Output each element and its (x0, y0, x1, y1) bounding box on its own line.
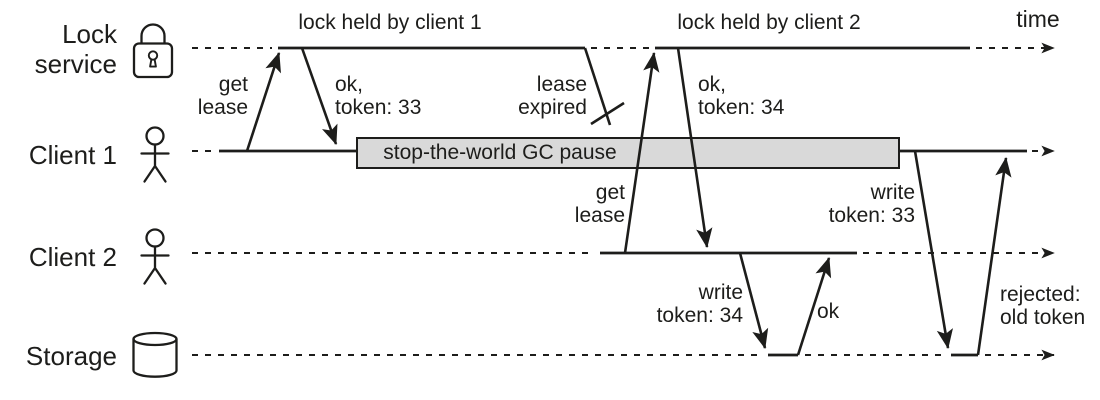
get-lease-1-label: get lease (168, 73, 248, 119)
label-line: ok (817, 300, 840, 323)
lease-expiry-line (583, 47, 612, 126)
lane-label-client-2: Client 2 (15, 242, 117, 272)
person-icon (140, 228, 170, 285)
ok-token-34-label: ok, token: 34 (698, 73, 793, 119)
label-line: token: 33 (828, 204, 915, 227)
label-line: token: 34 (698, 96, 785, 119)
label-line: lease (574, 204, 625, 227)
lease-expired-label: lease expired (487, 73, 587, 119)
write-token-34-label: write token: 34 (643, 281, 743, 327)
label-line: token: 34 (656, 304, 743, 327)
write-token-34-arrow (738, 252, 769, 350)
lock-held-client-2-label: lock held by client 2 (677, 11, 861, 34)
label-line: lease (197, 96, 248, 119)
ok-token-34-arrow (676, 47, 713, 249)
lane-label-line: Lock (62, 19, 117, 49)
label-line: token: 33 (335, 96, 422, 119)
write-token-33-arrow (913, 150, 953, 350)
label-line: old token (1000, 306, 1086, 329)
lane-label-client-1: Client 1 (15, 140, 117, 170)
write-token-33-label: write token: 33 (815, 181, 915, 227)
lease-expiry-cross (590, 101, 625, 126)
database-icon (132, 331, 178, 378)
label-line: expired (518, 96, 587, 119)
lane-label-line: Client 1 (28, 140, 117, 170)
label-line: get (218, 73, 248, 96)
gc-pause-box (356, 137, 900, 169)
lane-label-lock-service: Lock service (15, 19, 117, 79)
get-lease-1-arrow (245, 52, 281, 152)
gc-pause-label: stop-the-world GC pause (383, 141, 617, 164)
label-line: ok, (335, 73, 364, 96)
label-line: write (698, 281, 743, 304)
lane-label-line: service (34, 49, 117, 79)
ok-write-label: ok (817, 300, 857, 323)
label-line: lease (536, 73, 587, 96)
ok-token-33-label: ok, token: 33 (335, 73, 430, 119)
lane-label-line: Storage (25, 341, 117, 371)
label-line: ok, (698, 73, 727, 96)
padlock-icon (132, 23, 174, 79)
rejected-old-token-arrow (976, 156, 1012, 356)
get-lease-2-arrow (623, 51, 660, 254)
time-axis-label: time (1016, 6, 1060, 32)
lane-label-line: Client 2 (28, 242, 117, 272)
label-line: get (595, 181, 625, 204)
lease-expired-mark (583, 47, 625, 126)
rejected-old-token-label: rejected: old token (1000, 283, 1095, 329)
label-line: write (870, 181, 915, 204)
label-line: rejected: (1000, 283, 1081, 306)
ok-token-33-arrow (300, 47, 338, 145)
ok-write-arrow (796, 257, 832, 356)
lane-label-storage: Storage (15, 341, 117, 371)
message-arrows (245, 47, 1012, 356)
person-icon (140, 126, 170, 183)
get-lease-2-label: get lease (545, 181, 625, 227)
lock-held-client-1-label: lock held by client 1 (298, 11, 482, 34)
